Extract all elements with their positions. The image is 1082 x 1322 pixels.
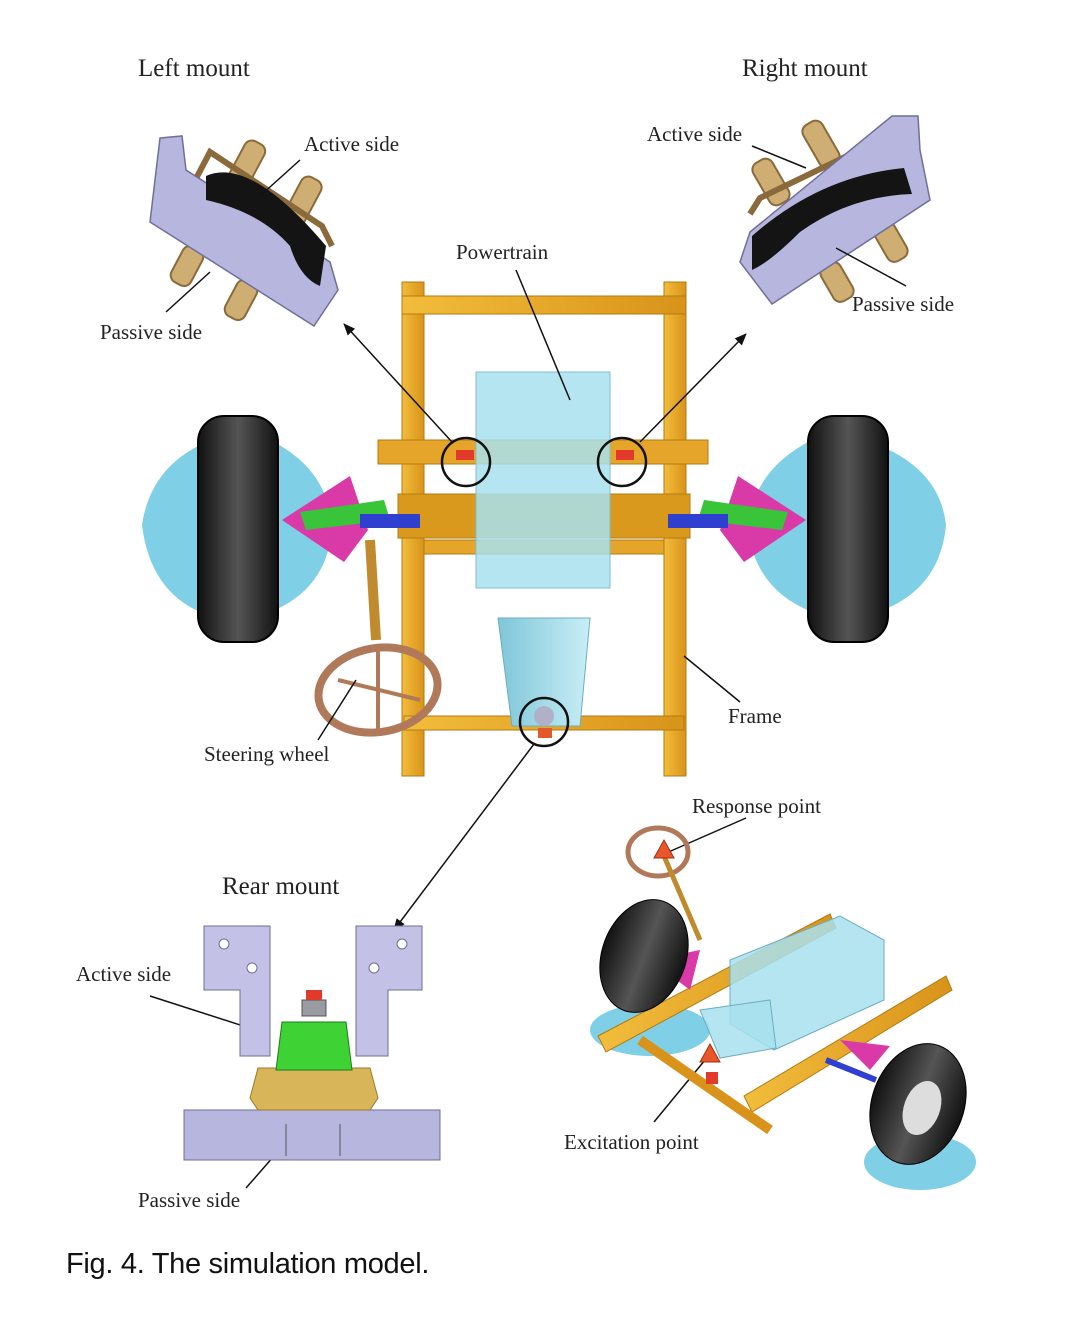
- left-active-side-label: Active side: [304, 132, 400, 156]
- left-mount-model: [149, 135, 339, 328]
- steering-wheel-label: Steering wheel: [204, 742, 330, 766]
- right-mount-model: [739, 115, 931, 306]
- right-active-side-label: Active side: [647, 122, 743, 146]
- excitation-point-label: Excitation point: [564, 1130, 699, 1154]
- left-passive-side-label: Passive side: [100, 320, 203, 344]
- rear-passive-side-label: Passive side: [138, 1188, 241, 1212]
- figure-caption: Fig. 4. The simulation model.: [66, 1248, 430, 1280]
- right-passive-side-label: Passive side: [852, 292, 955, 316]
- right-mount-title: Right mount: [742, 55, 868, 82]
- powertrain-label: Powertrain: [456, 240, 549, 264]
- response-point-label: Response point: [692, 794, 821, 818]
- rear-active-side-label: Active side: [76, 962, 172, 986]
- chassis-top-view: [142, 281, 946, 777]
- rear-mount-model: [183, 925, 441, 1161]
- chassis-iso-view: [590, 825, 976, 1190]
- rear-mount-title: Rear mount: [222, 873, 340, 900]
- left-mount-title: Left mount: [138, 55, 250, 82]
- frame-label: Frame: [728, 704, 782, 728]
- leader-lines: [149, 145, 907, 1189]
